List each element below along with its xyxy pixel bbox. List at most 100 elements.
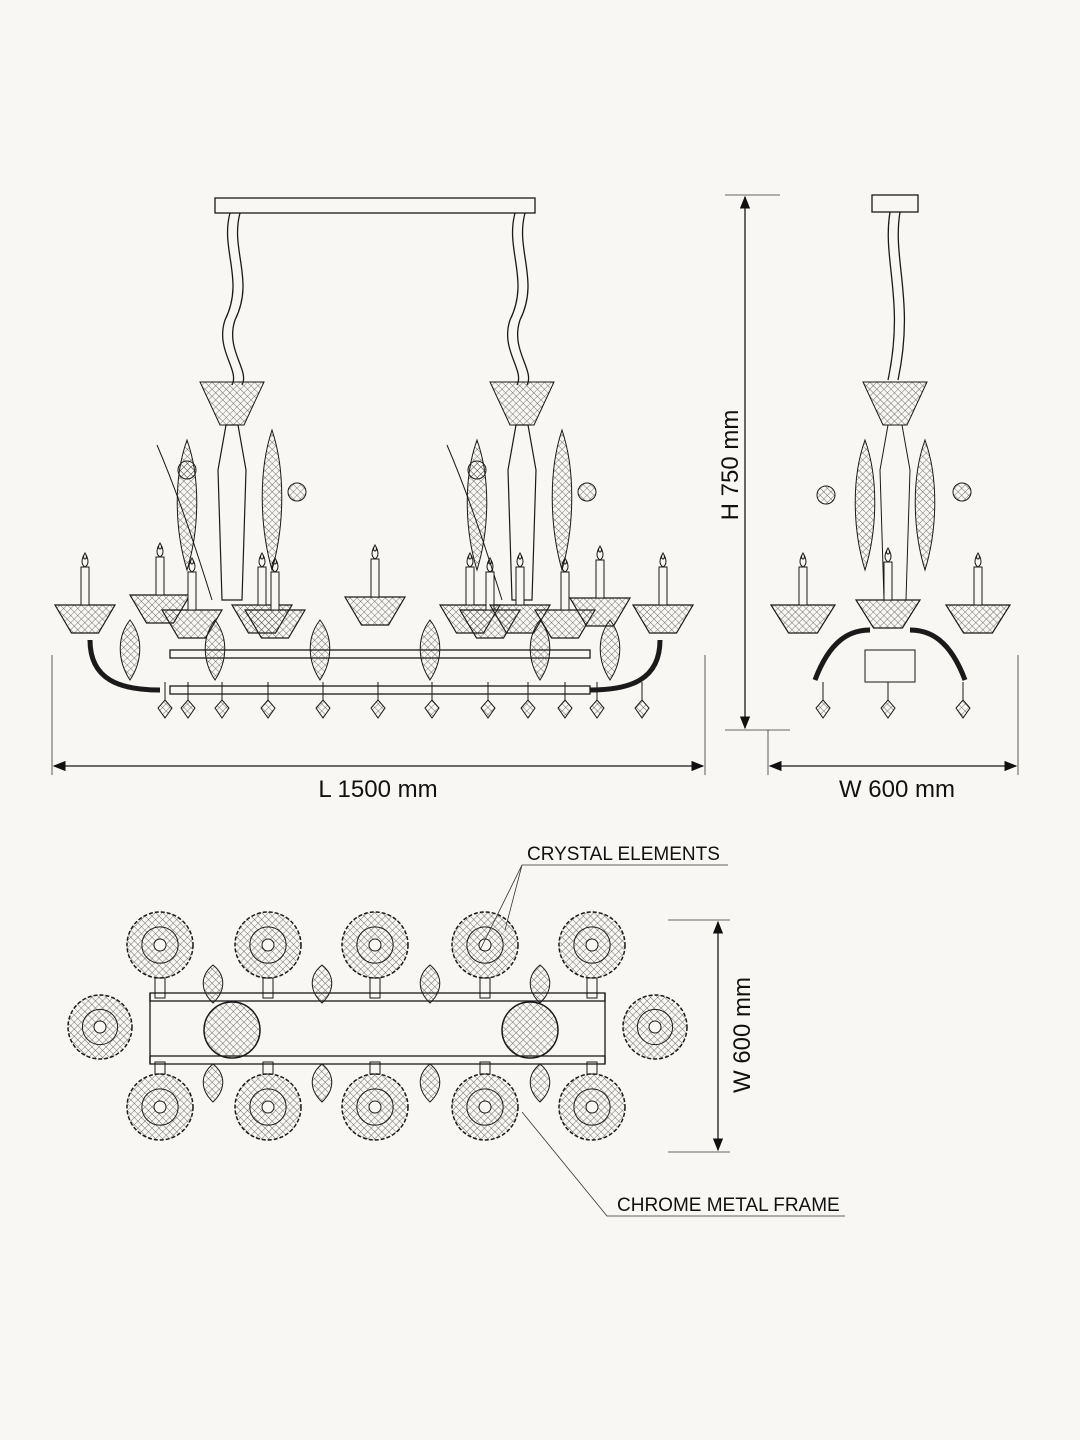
rosette-ring — [466, 1088, 504, 1126]
crystal-leaf — [914, 438, 936, 572]
arm-connector — [479, 1061, 491, 1075]
crystal-cup — [944, 604, 1012, 634]
rosette-center — [93, 1020, 107, 1034]
top-width-label: W 600 mm — [729, 977, 756, 1093]
front-view — [53, 197, 695, 719]
curved-arm — [87, 639, 161, 693]
arm-connector — [369, 1061, 381, 1075]
flame — [371, 544, 379, 560]
crystal-leaf — [529, 1063, 551, 1103]
crystal-leaf — [529, 964, 551, 1004]
crystal-drop — [315, 699, 331, 719]
candle — [465, 566, 475, 606]
chain-right — [507, 212, 520, 386]
candle — [973, 566, 983, 606]
rosette-center — [153, 1100, 167, 1114]
curved-arm — [812, 627, 968, 681]
crystal-flower — [816, 485, 836, 505]
arm-connector — [369, 977, 381, 999]
rosette-center — [478, 1100, 492, 1114]
rosette-ring — [356, 1088, 394, 1126]
frame-bottom-bar — [169, 685, 591, 695]
crystal-cup — [160, 609, 224, 639]
flame — [188, 557, 196, 573]
crystal-elements-callout: CRYSTAL ELEMENTS — [527, 844, 720, 865]
flame — [596, 545, 604, 561]
rosette-ring — [249, 926, 287, 964]
candle — [515, 566, 525, 606]
crystal-leaf — [119, 619, 141, 681]
candle — [883, 561, 893, 601]
flame — [799, 552, 807, 568]
central-hub — [203, 1001, 261, 1059]
central-hub — [501, 1001, 559, 1059]
flame — [81, 552, 89, 568]
rosette-ring — [141, 926, 179, 964]
flame — [516, 552, 524, 568]
crystal-drop — [480, 699, 496, 719]
flame — [258, 552, 266, 568]
crystal-drop — [260, 699, 276, 719]
rosette-ring — [573, 1088, 611, 1126]
flame — [271, 557, 279, 573]
crystal-leaf — [854, 438, 876, 572]
candle — [658, 566, 668, 606]
crystal-leaf — [202, 964, 224, 1004]
rosette-center — [585, 1100, 599, 1114]
crystal-flower — [177, 460, 197, 480]
stem-column — [507, 424, 537, 601]
crystal-leaf — [311, 1063, 333, 1103]
rosette-center — [261, 938, 275, 952]
rosette-ring — [81, 1008, 119, 1046]
stem-crown — [489, 381, 555, 426]
crystal-leaf — [311, 964, 333, 1004]
canopy-bar — [214, 197, 536, 214]
crystal-drop — [157, 699, 173, 719]
height-label: H 750 mm — [717, 410, 744, 521]
rosette-ring — [466, 926, 504, 964]
candle — [560, 571, 570, 611]
candle — [257, 566, 267, 606]
side-canopy — [871, 194, 919, 213]
crystal-leaf — [599, 619, 621, 681]
side-view — [769, 194, 1012, 719]
crystal-flower — [467, 460, 487, 480]
arm-connector — [262, 1061, 274, 1075]
crystal-flower — [952, 482, 972, 502]
crystal-cup — [854, 599, 922, 629]
arm-connector — [586, 977, 598, 999]
flame — [486, 557, 494, 573]
arm-connector — [479, 977, 491, 999]
flame — [466, 552, 474, 568]
rosette-ring — [249, 1088, 287, 1126]
arm-connector — [586, 1061, 598, 1075]
crystal-drop — [589, 699, 605, 719]
crystal-cup — [243, 609, 307, 639]
crystal-leaf — [551, 428, 573, 572]
crystal-drop — [880, 699, 896, 719]
arm-connector — [154, 977, 166, 999]
candle — [485, 571, 495, 611]
candle — [270, 571, 280, 611]
rosette-center — [585, 938, 599, 952]
stem-column — [217, 424, 247, 601]
crystal-leaf — [419, 619, 441, 681]
crystal-cup — [343, 596, 407, 626]
crystal-leaf — [529, 619, 551, 681]
crystal-leaf — [419, 1063, 441, 1103]
curved-arm — [589, 639, 663, 693]
candle — [187, 571, 197, 611]
rosette-ring — [573, 926, 611, 964]
frame-top-bar — [169, 649, 591, 659]
top-view — [67, 911, 688, 1141]
rosette-center — [368, 938, 382, 952]
flame — [561, 557, 569, 573]
crystal-cup — [53, 604, 117, 634]
crystal-drop — [815, 699, 831, 719]
crystal-leader-line — [479, 864, 728, 951]
rosette-center — [153, 938, 167, 952]
rosette-ring — [141, 1088, 179, 1126]
rosette-center — [261, 1100, 275, 1114]
